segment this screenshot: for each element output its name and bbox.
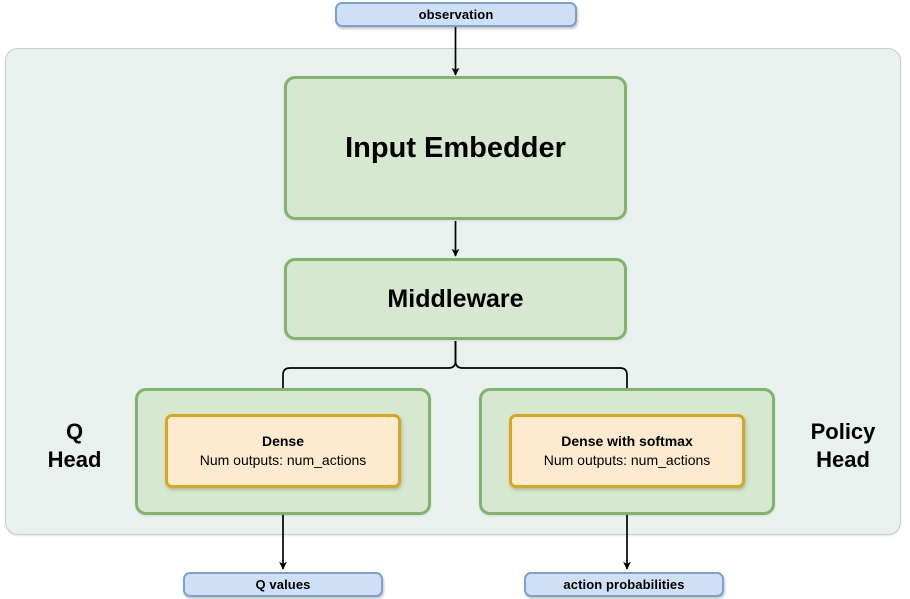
policy-head-dense-title: Dense with softmax — [561, 433, 693, 450]
policy-head-dense-box[interactable]: Dense with softmax Num outputs: num_acti… — [509, 414, 745, 488]
q-head-side-label: Q Head — [47, 419, 102, 472]
q-values-label: Q values — [255, 577, 311, 592]
q-values-box[interactable]: Q values — [183, 572, 383, 597]
q-head-dense-title: Dense — [261, 433, 305, 450]
action-probabilities-label: action probabilities — [563, 577, 685, 592]
action-probabilities-box[interactable]: action probabilities — [524, 572, 724, 597]
policy-head-side-label: Policy Head — [810, 419, 876, 472]
policy-head-dense-subtitle: Num outputs: num_actions — [543, 452, 711, 468]
observation-label: observation — [418, 7, 494, 22]
observation-box[interactable]: observation — [335, 2, 577, 27]
q-head-dense-subtitle: Num outputs: num_actions — [199, 452, 367, 468]
middleware-label: Middleware — [387, 284, 524, 313]
q-head-dense-box[interactable]: Dense Num outputs: num_actions — [165, 414, 401, 488]
input-embedder-box[interactable]: Input Embedder — [284, 76, 627, 220]
middleware-box[interactable]: Middleware — [284, 258, 627, 340]
input-embedder-label: Input Embedder — [345, 131, 566, 164]
